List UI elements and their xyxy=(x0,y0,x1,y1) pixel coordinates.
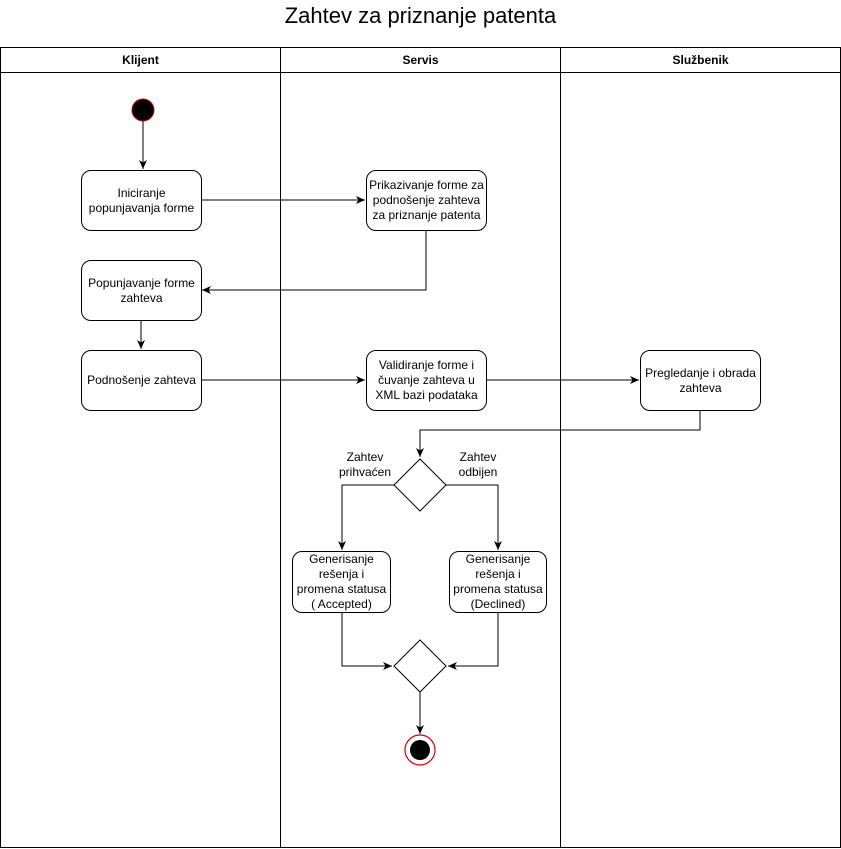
activity-prikazivanje-label: Prikazivanje forme za podnošenje zahteva… xyxy=(369,178,484,222)
activity-validiranje: Validiranje forme i čuvanje zahteva u XM… xyxy=(366,350,487,411)
lane-header-sluzbenik: Službenik xyxy=(561,48,840,73)
guard-odbijen: Zahtev odbijen xyxy=(458,450,498,479)
lane-header-servis: Servis xyxy=(281,48,560,73)
activity-prikazivanje: Prikazivanje forme za podnošenje zahteva… xyxy=(366,170,487,231)
activity-iniciranje: Iniciranje popunjavanja forme xyxy=(81,170,202,231)
end-node-core xyxy=(410,740,430,760)
flow-prikazivanje-popunjavanje xyxy=(202,231,427,294)
activity-generisanje-declined: Generisanje rešenja i promena statusa (D… xyxy=(449,551,547,613)
activity-pregledanje: Pregledanje i obrada zahteva xyxy=(640,350,761,411)
activity-iniciranje-label: Iniciranje popunjavanja forme xyxy=(88,185,195,215)
start-node xyxy=(131,98,155,122)
activity-podnosenje: Podnošenje zahteva xyxy=(81,350,202,411)
lane-header-klijent: Klijent xyxy=(1,48,280,73)
flow-decision-declined xyxy=(446,484,502,550)
flow-declined-merge xyxy=(448,613,499,670)
activity-generisanje-accepted-label: Generisanje rešenja i promena statusa ( … xyxy=(296,552,387,611)
activity-generisanje-accepted: Generisanje rešenja i promena statusa ( … xyxy=(292,551,391,613)
activity-pregledanje-label: Pregledanje i obrada zahteva xyxy=(645,365,756,395)
activity-popunjavanje: Popunjavanje forme zahteva xyxy=(81,260,202,321)
flow-decision-accepted xyxy=(338,484,394,550)
activity-popunjavanje-label: Popunjavanje forme zahteva xyxy=(88,275,195,305)
decision-node xyxy=(393,458,447,512)
activity-generisanje-declined-label: Generisanje rešenja i promena statusa (D… xyxy=(453,552,543,611)
flow-accepted-merge xyxy=(341,613,392,670)
activity-podnosenje-label: Podnošenje zahteva xyxy=(87,373,196,387)
activity-validiranje-label: Validiranje forme i čuvanje zahteva u XM… xyxy=(375,358,478,402)
flow-pregledanje-decision xyxy=(416,411,701,457)
merge-node xyxy=(393,639,447,693)
diagram-title: Zahtev za priznanje patenta xyxy=(284,3,557,28)
guard-prihvacen: Zahtev prihvaćen xyxy=(338,450,392,479)
